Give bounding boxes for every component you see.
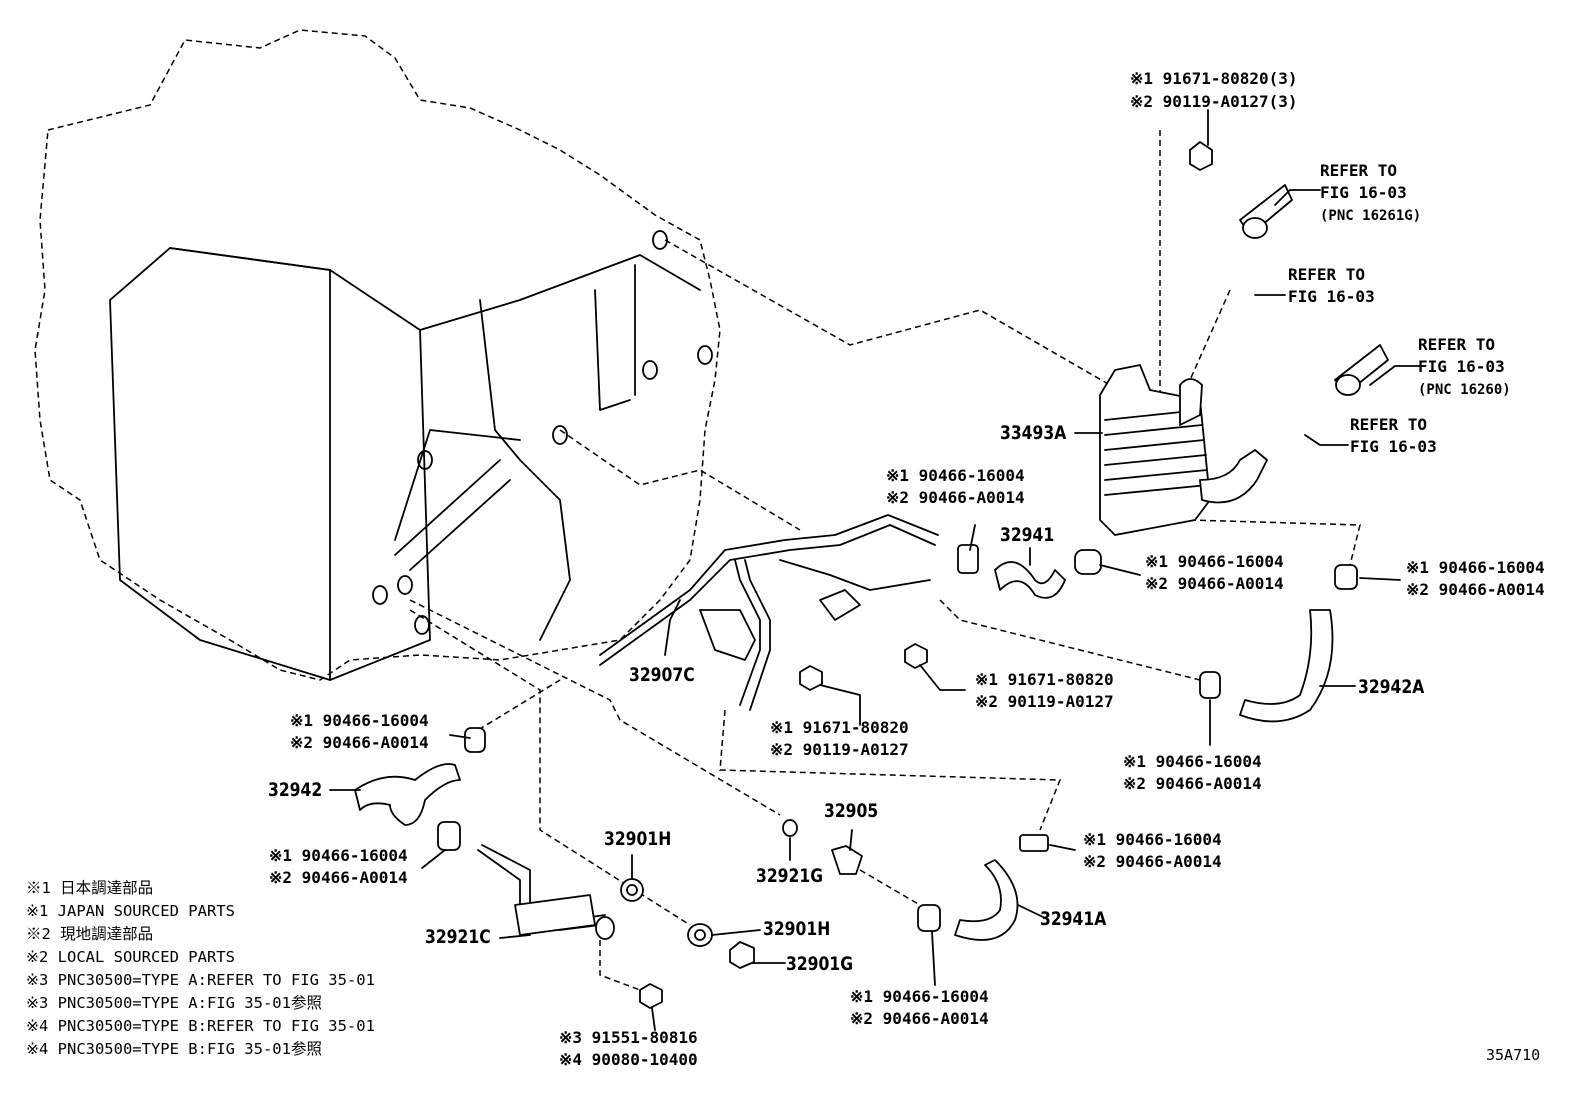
callout-refer3-c: (PNC 16260) xyxy=(1418,382,1511,398)
callout-bolt-top-2[interactable]: ※2 90119-A0127(3) xyxy=(1130,92,1298,111)
transmission-case-drawing xyxy=(34,29,721,681)
callout-refer1-b[interactable]: FIG 16-03 xyxy=(1320,183,1407,202)
callout-refer4-a[interactable]: REFER TO xyxy=(1350,415,1428,434)
part-32905[interactable]: 32905 xyxy=(824,800,879,822)
legend-line: ※3 PNC30500=TYPE A:REFER TO FIG 35-01 xyxy=(26,971,375,989)
callout-clip-a-2[interactable]: ※2 90466-A0014 xyxy=(886,488,1025,507)
callout-refer4-b[interactable]: FIG 16-03 xyxy=(1350,437,1437,456)
legend-line: ※1 JAPAN SOURCED PARTS xyxy=(26,902,235,920)
part-32941A[interactable]: 32941A xyxy=(1040,908,1107,930)
legend-line: ※3 PNC30500=TYPE A:FIG 35-01参照 xyxy=(26,994,322,1012)
diagram-code: 35A710 xyxy=(1486,1046,1541,1064)
hose-drawings xyxy=(354,184,1389,941)
callout-clip-f-2[interactable]: ※2 90466-A0014 xyxy=(1083,852,1222,871)
callout-clip-d-1[interactable]: ※1 90466-16004 xyxy=(290,711,429,730)
legend-line: ※4 PNC30500=TYPE B:FIG 35-01参照 xyxy=(26,1040,322,1058)
callout-clip-f-1[interactable]: ※1 90466-16004 xyxy=(1083,830,1222,849)
callout-bolt-bot-2[interactable]: ※4 90080-10400 xyxy=(559,1050,698,1069)
callout-bolt-bot-1[interactable]: ※3 91551-80816 xyxy=(559,1028,698,1047)
oil-cooler-drawing xyxy=(1099,364,1268,536)
callout-refer3-a[interactable]: REFER TO xyxy=(1418,335,1496,354)
callout-clip-h-2[interactable]: ※2 90466-A0014 xyxy=(850,1009,989,1028)
callout-clip-c-2[interactable]: ※2 90466-A0014 xyxy=(1406,580,1545,599)
oil-tube-drawings xyxy=(477,514,939,936)
callout-refer2-b[interactable]: FIG 16-03 xyxy=(1288,287,1375,306)
part-32901G[interactable]: 32901G xyxy=(786,953,853,975)
callout-bolt-low-1[interactable]: ※1 91671-80820 xyxy=(770,718,909,737)
callout-clip-g-2[interactable]: ※2 90466-A0014 xyxy=(269,868,408,887)
part-32901H-top[interactable]: 32901H xyxy=(604,828,672,850)
callout-clip-e-2[interactable]: ※2 90466-A0014 xyxy=(1123,774,1262,793)
callout-clip-e-1[interactable]: ※1 90466-16004 xyxy=(1123,752,1262,771)
callout-refer2-a[interactable]: REFER TO xyxy=(1288,265,1366,284)
part-32921G[interactable]: 32921G xyxy=(756,865,823,887)
callout-bolt-low-2[interactable]: ※2 90119-A0127 xyxy=(770,740,909,759)
callout-clip-c-1[interactable]: ※1 90466-16004 xyxy=(1406,558,1545,577)
callout-bolt-top-1[interactable]: ※1 91671-80820(3) xyxy=(1130,69,1298,88)
callout-clip-a-1[interactable]: ※1 90466-16004 xyxy=(886,466,1025,485)
callout-clip-b-1[interactable]: ※1 90466-16004 xyxy=(1145,552,1284,571)
legend-line: ※4 PNC30500=TYPE B:REFER TO FIG 35-01 xyxy=(26,1017,375,1035)
legend-line: ※2 LOCAL SOURCED PARTS xyxy=(26,948,235,966)
callout-leaders xyxy=(329,109,1421,1031)
part-32921C[interactable]: 32921C xyxy=(425,926,491,948)
callout-bolt-mid-1[interactable]: ※1 91671-80820 xyxy=(975,670,1114,689)
part-33493A[interactable]: 33493A xyxy=(1000,422,1067,444)
callout-clip-b-2[interactable]: ※2 90466-A0014 xyxy=(1145,574,1284,593)
legend-line: ※2 現地調達部品 xyxy=(26,925,154,943)
part-32941[interactable]: 32941 xyxy=(1000,524,1055,546)
part-32907C[interactable]: 32907C xyxy=(629,664,695,686)
part-32901H-right[interactable]: 32901H xyxy=(763,918,831,940)
callout-clip-g-1[interactable]: ※1 90466-16004 xyxy=(269,846,408,865)
part-32942[interactable]: 32942 xyxy=(268,779,323,801)
assembly-leader-lines xyxy=(409,130,1361,991)
part-32942A[interactable]: 32942A xyxy=(1358,676,1425,698)
callout-bolt-mid-2[interactable]: ※2 90119-A0127 xyxy=(975,692,1114,711)
callout-clip-h-1[interactable]: ※1 90466-16004 xyxy=(850,987,989,1006)
callout-refer1-a[interactable]: REFER TO xyxy=(1320,161,1398,180)
legend-line: ※1 日本調達部品 xyxy=(26,879,154,897)
callout-refer1-c: (PNC 16261G) xyxy=(1320,208,1422,224)
callout-clip-d-2[interactable]: ※2 90466-A0014 xyxy=(290,733,429,752)
callout-refer3-b[interactable]: FIG 16-03 xyxy=(1418,357,1505,376)
